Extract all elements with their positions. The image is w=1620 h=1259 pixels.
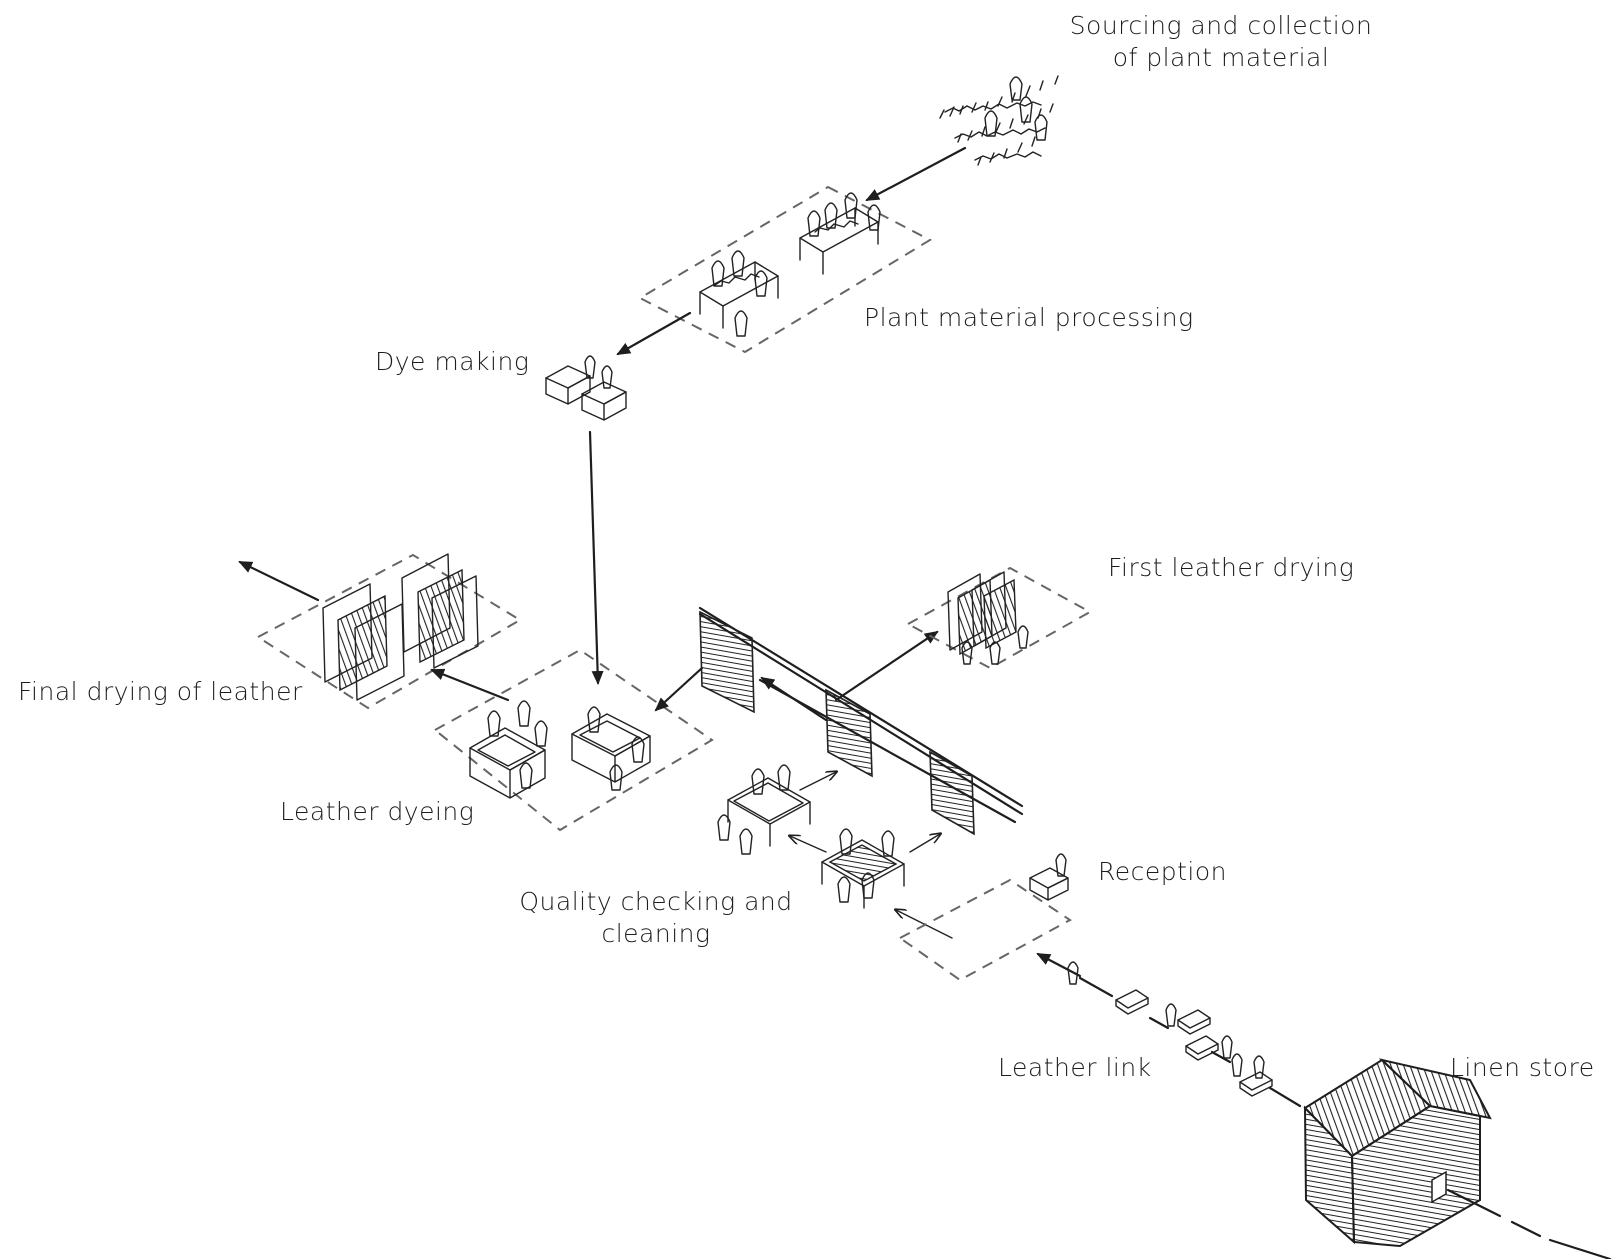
first-drying-racks-icon xyxy=(948,572,1028,664)
arrow-dyeing-to-final-drying xyxy=(432,670,508,700)
exit-path-dash-1 xyxy=(1512,1222,1540,1236)
arrow-small-1 xyxy=(800,772,836,790)
arrow-along-line xyxy=(762,678,826,720)
label-leather-dyeing: Leather dyeing xyxy=(280,796,474,828)
arrow-line-to-dyeing xyxy=(656,668,702,710)
arrow-small-4 xyxy=(896,910,952,938)
dyeing-vats-icon xyxy=(470,701,650,798)
label-leather-link: Leather link xyxy=(998,1052,1152,1084)
arrow-dye-to-dyeing xyxy=(590,432,598,683)
label-quality-line2: cleaning xyxy=(516,918,796,950)
carts-and-people-icon xyxy=(1068,962,1300,1106)
label-sourcing: Sourcing and collection of plant materia… xyxy=(1066,10,1376,74)
label-linen-store: Linen store xyxy=(1450,1052,1595,1084)
label-final-drying: Final drying of leather xyxy=(18,676,303,708)
processing-tables-icon xyxy=(700,193,880,336)
reception-zone xyxy=(900,880,1070,980)
label-sourcing-line1: Sourcing and collection xyxy=(1066,10,1376,42)
exit-path-dash-2 xyxy=(1550,1240,1610,1259)
label-quality-line1: Quality checking and xyxy=(516,886,796,918)
reception-desk-icon xyxy=(1030,854,1068,900)
dye-boxes-icon xyxy=(546,356,626,420)
linen-store-house-icon xyxy=(1305,1060,1490,1246)
dyeing-zone xyxy=(435,650,712,830)
arrow-field-to-processing xyxy=(867,148,965,200)
label-plant-processing: Plant material processing xyxy=(864,302,1194,334)
label-reception: Reception xyxy=(1098,856,1227,888)
label-dye-making: Dye making xyxy=(375,346,529,378)
label-sourcing-line2: of plant material xyxy=(1066,42,1376,74)
label-quality-checking: Quality checking and cleaning xyxy=(516,886,796,950)
arrow-link-to-reception xyxy=(1038,954,1080,976)
arrow-small-2 xyxy=(790,836,826,852)
label-first-drying: First leather drying xyxy=(1108,552,1354,584)
arrow-exit-left xyxy=(240,562,318,600)
arrow-to-first-drying xyxy=(836,632,937,700)
arrow-processing-to-dye xyxy=(618,313,690,354)
arrow-small-3 xyxy=(910,834,940,852)
